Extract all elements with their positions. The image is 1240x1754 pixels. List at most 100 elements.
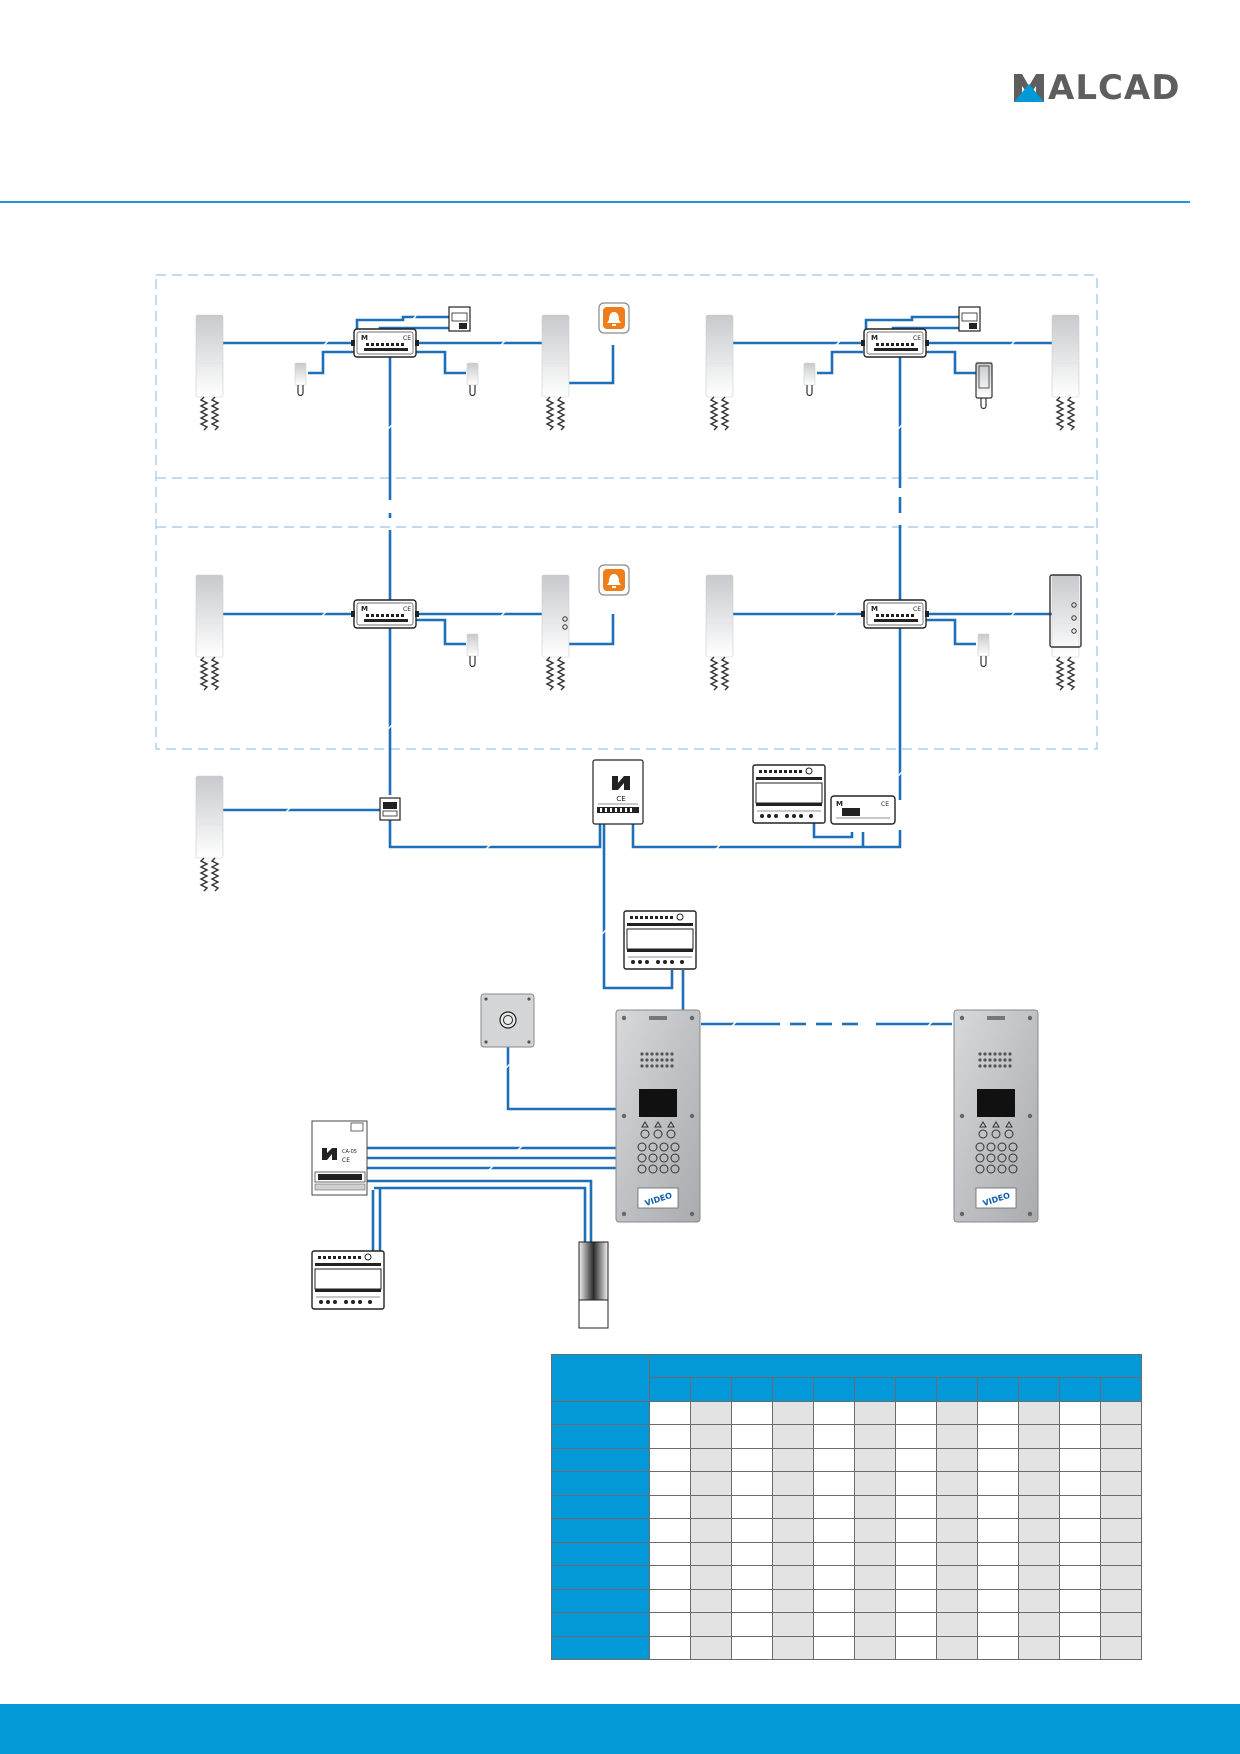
table-cell [1018, 1565, 1060, 1590]
table-cell [731, 1541, 773, 1566]
table-cell [690, 1635, 732, 1660]
table-cell [551, 1354, 650, 1402]
table-cell [649, 1377, 691, 1402]
table-cell [977, 1588, 1019, 1613]
table-cell [854, 1471, 896, 1496]
table-cell [731, 1424, 773, 1449]
table-cell [895, 1518, 937, 1543]
table-cell [977, 1447, 1019, 1472]
table-cell [854, 1541, 896, 1566]
table-cell [813, 1565, 855, 1590]
bell-button-icon [598, 302, 630, 334]
table-cell [1100, 1588, 1142, 1613]
table-cell [731, 1377, 773, 1402]
configuration-table [551, 1354, 1142, 1660]
table-cell [551, 1541, 650, 1566]
table-subheader-row [552, 1377, 1142, 1402]
table-cell [649, 1518, 691, 1543]
table-cell [895, 1612, 937, 1637]
table-cell [731, 1447, 773, 1472]
table-cell [1059, 1447, 1101, 1472]
table-cell [649, 1354, 1142, 1378]
table-cell [854, 1635, 896, 1660]
table-cell [772, 1400, 814, 1425]
table-cell [772, 1518, 814, 1543]
table-header-row [551, 1354, 1142, 1402]
table-cell [1100, 1424, 1142, 1449]
table-cell [1100, 1565, 1142, 1590]
table-cell [690, 1400, 732, 1425]
table-row [551, 1635, 1142, 1660]
table-cell [1018, 1518, 1060, 1543]
table-cell [1100, 1447, 1142, 1472]
table-cell [731, 1471, 773, 1496]
table-cell [854, 1494, 896, 1519]
table-cell [936, 1377, 978, 1402]
table-cell [1018, 1424, 1060, 1449]
table-cell [690, 1612, 732, 1637]
table-cell [813, 1471, 855, 1496]
table-cell [551, 1588, 650, 1613]
table-cell [1100, 1494, 1142, 1519]
handset-monitor-icon [705, 574, 734, 691]
table-cell [772, 1635, 814, 1660]
table-cell [772, 1377, 814, 1402]
table-cell [551, 1494, 650, 1519]
table-row [551, 1494, 1142, 1519]
brand-name: ALCAD [1048, 68, 1181, 108]
table-cell [977, 1541, 1019, 1566]
table-cell [895, 1471, 937, 1496]
table-cell [977, 1612, 1019, 1637]
table-cell [551, 1612, 650, 1637]
table-cell [1059, 1424, 1101, 1449]
table-cell [1018, 1400, 1060, 1425]
table-cell [1100, 1471, 1142, 1496]
floor-switch-icon [975, 362, 993, 410]
table-cell [813, 1400, 855, 1425]
table-cell [690, 1377, 732, 1402]
table-cell [1018, 1447, 1060, 1472]
table-cell [1059, 1377, 1101, 1402]
table-cell [813, 1494, 855, 1519]
table-cell [1059, 1612, 1101, 1637]
table-cell [731, 1565, 773, 1590]
table-cell [854, 1518, 896, 1543]
table-cell [690, 1494, 732, 1519]
table-cell [895, 1494, 937, 1519]
table-cell [977, 1400, 1019, 1425]
header-rule [0, 201, 1190, 203]
svg-text:CA-05: CA-05 [342, 1149, 357, 1155]
table-cell [772, 1494, 814, 1519]
junction-box-icon [350, 328, 420, 358]
table-cell [690, 1541, 732, 1566]
table-cell [649, 1565, 691, 1590]
table-row [551, 1447, 1142, 1472]
din-module-icon [623, 910, 697, 970]
table-cell [895, 1588, 937, 1613]
table-row [551, 1588, 1142, 1613]
handset-monitor-icon [195, 574, 224, 691]
table-cell [1059, 1635, 1101, 1660]
table-cell [936, 1518, 978, 1543]
table-cell [936, 1494, 978, 1519]
table-cell [1059, 1518, 1101, 1543]
table-cell [895, 1424, 937, 1449]
table-cell [1100, 1612, 1142, 1637]
handset-monitor-icon [195, 775, 224, 892]
table-cell [1018, 1541, 1060, 1566]
table-cell [895, 1377, 937, 1402]
table-cell [1100, 1518, 1142, 1543]
table-cell [551, 1565, 650, 1590]
table-cell [649, 1494, 691, 1519]
table-cell [772, 1447, 814, 1472]
table-cell [813, 1447, 855, 1472]
table-cell [772, 1471, 814, 1496]
junction-box-icon [350, 599, 420, 629]
svg-text:CE: CE [616, 795, 625, 803]
table-cell [1018, 1377, 1060, 1402]
table-cell [1059, 1565, 1101, 1590]
table-cell [936, 1635, 978, 1660]
table-cell [813, 1377, 855, 1402]
handset-monitor-icon [1049, 574, 1082, 691]
table-cell [1059, 1588, 1101, 1613]
